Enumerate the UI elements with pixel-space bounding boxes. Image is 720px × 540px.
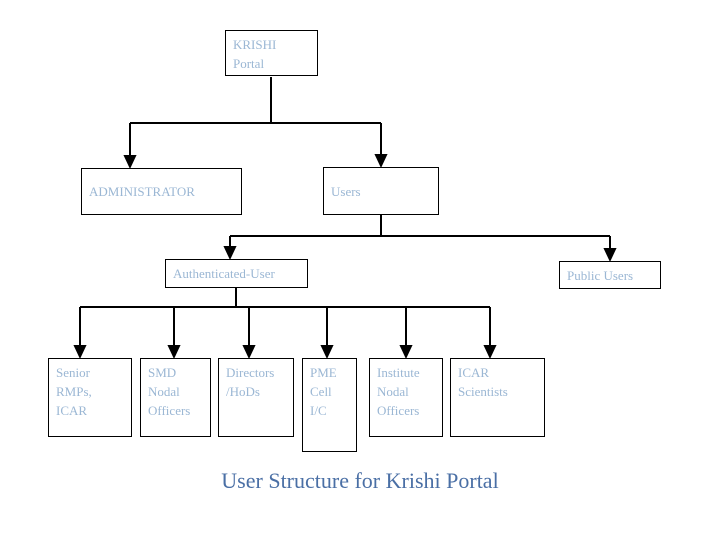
node-krishi-portal[interactable]: KRISHI Portal — [225, 30, 318, 76]
node-senior-rmps-icar[interactable]: Senior RMPs, ICAR — [48, 358, 132, 437]
node-administrator[interactable]: ADMINISTRATOR — [81, 168, 242, 215]
node-icar-scientists[interactable]: ICAR Scientists — [450, 358, 545, 437]
node-smd-nodal-officers[interactable]: SMD Nodal Officers — [140, 358, 211, 437]
node-users[interactable]: Users — [323, 167, 439, 215]
node-pme-cell-ic[interactable]: PME Cell I/C — [302, 358, 357, 452]
node-public-users[interactable]: Public Users — [559, 261, 661, 289]
connector-group — [73, 77, 617, 360]
node-authenticated-user[interactable]: Authenticated-User — [165, 259, 308, 288]
node-institute-nodal[interactable]: Institute Nodal Officers — [369, 358, 443, 437]
node-directors-hods[interactable]: Directors /HoDs — [218, 358, 294, 437]
diagram-caption: User Structure for Krishi Portal — [221, 468, 499, 493]
